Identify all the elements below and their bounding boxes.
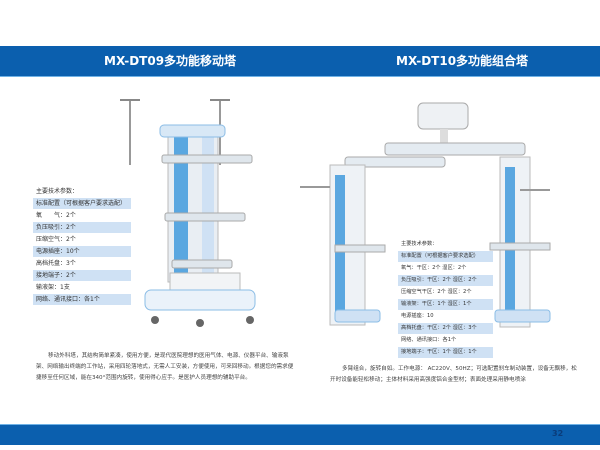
spec-item: 标准配置（可根据客户要求选配） <box>398 251 493 262</box>
left-description: 移动外科塔，其结构简单紧凑，使用方便，是现代医院理想的医用气体、电源、仪器平台、… <box>36 353 294 381</box>
right-description: 多臂组合，旋转自如。工作电源： AC220V、50HZ；可选配置刹车制动装置，设… <box>330 366 577 383</box>
spec-item: 输液架：1支 <box>36 284 70 291</box>
spec-item: 高档托盘：3个 <box>36 260 76 267</box>
right-specs-list: 主要技术参数： 标准配置（可根据客户要求选配） 氧气：干区：2个 湿区：2个 负… <box>398 239 493 359</box>
combination-tower-image <box>300 102 551 328</box>
spec-item: 接地端子：2个 <box>33 270 131 281</box>
right-product-title: MX-DT10多功能组合塔 <box>396 54 529 68</box>
spec-item: 网络、通讯接口：各1个 <box>401 337 457 343</box>
left-specs-list: 主要技术参数： 标准配置（可根据客户要求选配） 氧 气：2个 负压吸引：2个 压… <box>33 186 131 306</box>
specs-heading: 主要技术参数： <box>36 188 79 195</box>
page-number: 32 <box>552 429 564 438</box>
mobile-tower-image <box>120 99 256 327</box>
spec-item: 氧气：干区：2个 湿区：2个 <box>401 265 467 271</box>
title-band: MX-DT09多功能移动塔 MX-DT10多功能组合塔 <box>0 46 600 77</box>
spec-item: 电源插座：10 <box>401 313 434 319</box>
spec-item: 压缩空气：2个 <box>36 236 76 243</box>
spec-item: 高档托盘：干区：2个 湿区：3个 <box>398 323 493 334</box>
footer-band: 32 <box>0 424 600 445</box>
spec-item: 压缩空气干区：2个 湿区：2个 <box>401 289 472 295</box>
specs-heading: 主要技术参数： <box>401 241 438 247</box>
spec-item: 标准配置（可根据客户要求选配） <box>33 198 131 209</box>
left-product-title: MX-DT09多功能移动塔 <box>104 54 237 68</box>
spec-item: 电源插座：10个 <box>33 246 131 257</box>
spec-item: 网络、通讯接口：各1个 <box>33 294 131 305</box>
spec-item: 负压吸引：2个 <box>33 222 131 233</box>
spec-item: 负压吸引：干区：2个 湿区：2个 <box>398 275 493 286</box>
spec-item: 氧 气：2个 <box>36 212 76 219</box>
spec-item: 接地端子：干区：1个 湿区：1个 <box>398 347 493 358</box>
spec-item: 输液架：干区：1个 湿区：1个 <box>398 299 493 310</box>
